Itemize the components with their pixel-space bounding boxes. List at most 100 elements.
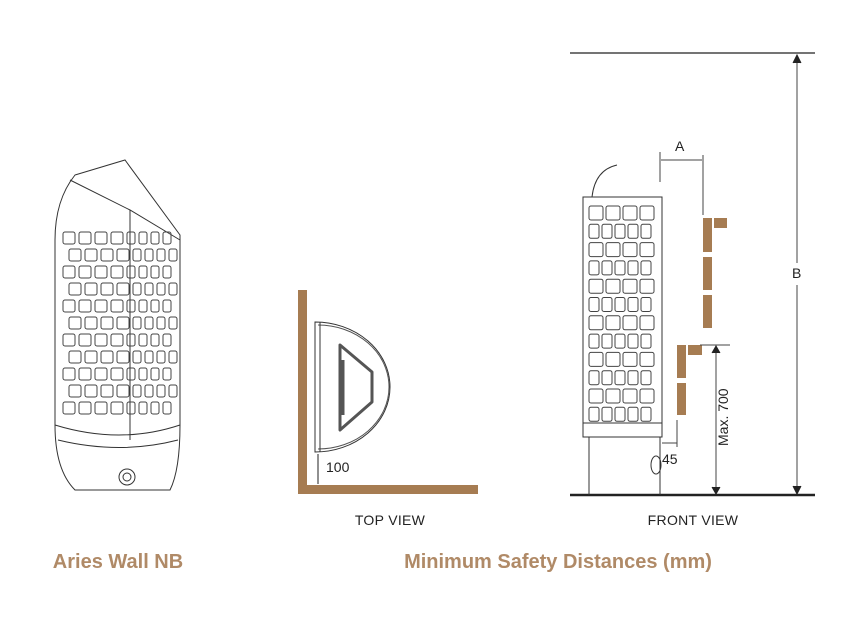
grille-hole <box>627 333 639 349</box>
grille-hole <box>78 333 92 347</box>
dim-a-label: A <box>675 138 685 154</box>
grille-hole <box>639 242 655 258</box>
grille-hole <box>588 315 604 331</box>
grille-hole <box>162 367 172 381</box>
grille-hole <box>605 242 621 258</box>
grille-hole <box>614 333 626 349</box>
grille-hole <box>168 350 178 364</box>
grille-hole <box>94 401 108 415</box>
grille-hole <box>622 205 638 221</box>
grille-hole <box>132 384 142 398</box>
grille-hole <box>622 242 638 258</box>
grille-hole <box>94 231 108 245</box>
grille-hole <box>138 265 148 279</box>
grille-hole <box>94 265 108 279</box>
grille-hole <box>100 248 114 262</box>
grille-hole <box>68 282 82 296</box>
grille-hole <box>614 297 626 312</box>
grille-hole <box>138 401 148 415</box>
grille-hole <box>627 370 639 386</box>
grille-hole <box>588 333 600 349</box>
grille-hole <box>94 333 108 347</box>
grille-hole <box>162 265 172 279</box>
grille-hole <box>640 260 652 276</box>
front-view-caption: FRONT VIEW <box>647 512 739 528</box>
top-view-caption: TOP VIEW <box>354 512 426 528</box>
grille-hole <box>68 248 82 262</box>
heater-grille-holes <box>62 231 178 415</box>
floor-bottom <box>298 485 478 494</box>
grille-hole <box>627 223 639 239</box>
grille-hole <box>601 370 613 386</box>
grille-hole <box>622 351 638 367</box>
grille-hole <box>605 278 621 294</box>
grille-hole <box>132 316 142 330</box>
grille-hole <box>132 282 142 296</box>
grille-hole <box>605 388 621 404</box>
grille-hole <box>110 367 124 381</box>
grille-hole <box>168 384 178 398</box>
grille-hole <box>116 248 130 262</box>
grille-hole <box>588 205 604 221</box>
grille-hole <box>168 282 178 296</box>
grille-hole <box>110 401 124 415</box>
grille-hole <box>84 350 98 364</box>
grille-hole <box>168 248 178 262</box>
grille-hole <box>100 384 114 398</box>
grille-hole <box>62 333 76 347</box>
grille-hole <box>144 350 154 364</box>
grille-hole <box>601 406 613 422</box>
top-view-dim-100: 100 <box>326 459 350 475</box>
grille-hole <box>614 370 626 386</box>
grille-hole <box>68 316 82 330</box>
grille-hole <box>144 248 154 262</box>
grille-hole <box>110 299 124 313</box>
grille-hole <box>116 282 130 296</box>
grille-hole <box>605 205 621 221</box>
grille-hole <box>138 299 148 313</box>
grille-hole <box>132 248 142 262</box>
grille-hole <box>100 316 114 330</box>
grille-hole <box>126 367 136 381</box>
dim-b-label: B <box>792 265 802 281</box>
top-view <box>298 290 478 494</box>
dim-max700-label: Max. 700 <box>715 388 731 446</box>
grille-hole <box>601 333 613 349</box>
grille-hole <box>100 350 114 364</box>
grille-hole <box>605 351 621 367</box>
grille-hole <box>156 282 166 296</box>
grille-hole <box>605 315 621 331</box>
grille-hole <box>84 282 98 296</box>
grille-hole <box>132 350 142 364</box>
grille-hole <box>601 297 613 312</box>
grille-hole <box>588 223 600 239</box>
grille-hole <box>588 260 600 276</box>
grille-hole <box>162 333 172 347</box>
grille-hole <box>588 278 604 294</box>
grille-hole <box>116 316 130 330</box>
grille-hole <box>138 367 148 381</box>
grille-hole <box>78 367 92 381</box>
grille-hole <box>627 260 639 276</box>
wood-blocks <box>677 218 727 415</box>
grille-hole <box>68 384 82 398</box>
grille-hole <box>640 297 652 312</box>
grille-hole <box>150 265 160 279</box>
grille-hole <box>150 299 160 313</box>
grille-hole <box>588 242 604 258</box>
grille-hole <box>144 384 154 398</box>
grille-hole <box>588 351 604 367</box>
grille-hole <box>150 231 160 245</box>
heater-3d-illustration <box>54 159 181 491</box>
grille-hole <box>84 248 98 262</box>
grille-hole <box>614 223 626 239</box>
product-name: Aries Wall NB <box>52 551 184 573</box>
grille-hole <box>78 401 92 415</box>
grille-hole <box>162 401 172 415</box>
grille-hole <box>639 315 655 331</box>
grille-hole <box>588 297 600 312</box>
grille-hole <box>150 333 160 347</box>
grille-hole <box>126 231 136 245</box>
heater-body-front <box>582 196 663 424</box>
